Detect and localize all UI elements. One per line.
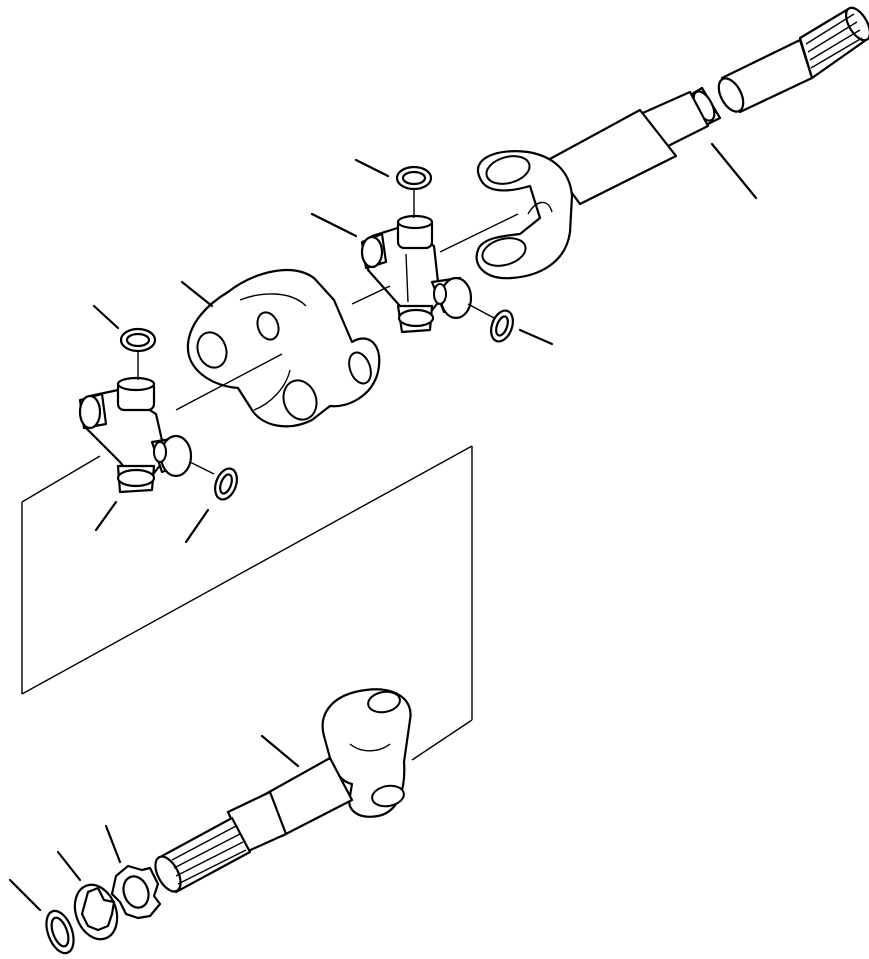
u-joint-cross-upper [310,212,473,334]
inner-axle-shaft [154,688,412,894]
snap-ring-upper-right [490,309,554,346]
outer-axle-shaft [475,6,869,280]
tab-washer [56,850,119,941]
center-yoke [180,269,381,428]
u-joint-cross-lower [78,376,193,532]
snap-ring-lower-top [92,304,157,353]
snap-ring-upper-top [354,158,433,191]
retaining-ring [8,878,75,955]
assembly-lines [137,190,519,475]
bracket-outline [21,445,473,761]
snap-ring-lower-right [184,467,238,544]
spacer-ring [104,824,162,920]
